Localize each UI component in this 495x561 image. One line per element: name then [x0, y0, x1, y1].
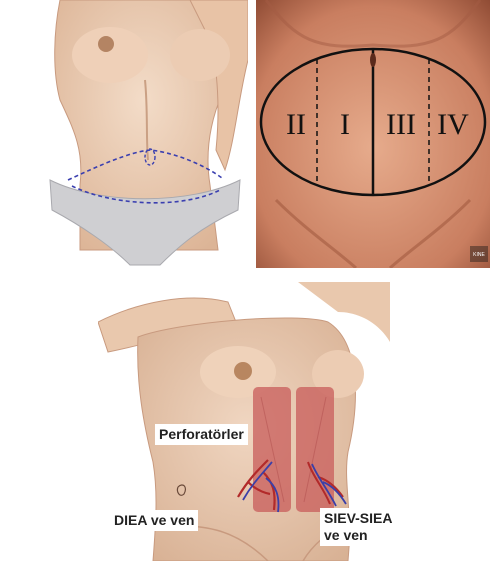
breast-left	[72, 27, 148, 83]
perforators-label: Perforatörler	[155, 424, 248, 445]
zone-label-iii: III	[386, 108, 416, 141]
perfusion-zones-illustration: II I III IV KINE	[256, 0, 490, 268]
umbilicus	[370, 53, 376, 67]
zone-label-ii: II	[286, 108, 306, 141]
zone-label-iv: IV	[437, 108, 469, 141]
nipple	[98, 36, 114, 52]
nipple	[234, 362, 252, 380]
perfusion-zones-panel: II I III IV KINE	[256, 0, 490, 268]
watermark: KINE	[473, 252, 485, 258]
torso-front-panel	[40, 0, 248, 275]
diea-label: DIEA ve ven	[110, 510, 198, 531]
zone-label-i: I	[340, 108, 350, 141]
siev-siea-label: SIEV-SIEA ve ven	[320, 508, 396, 546]
breast-right	[170, 29, 230, 81]
torso-front-illustration	[40, 0, 248, 275]
